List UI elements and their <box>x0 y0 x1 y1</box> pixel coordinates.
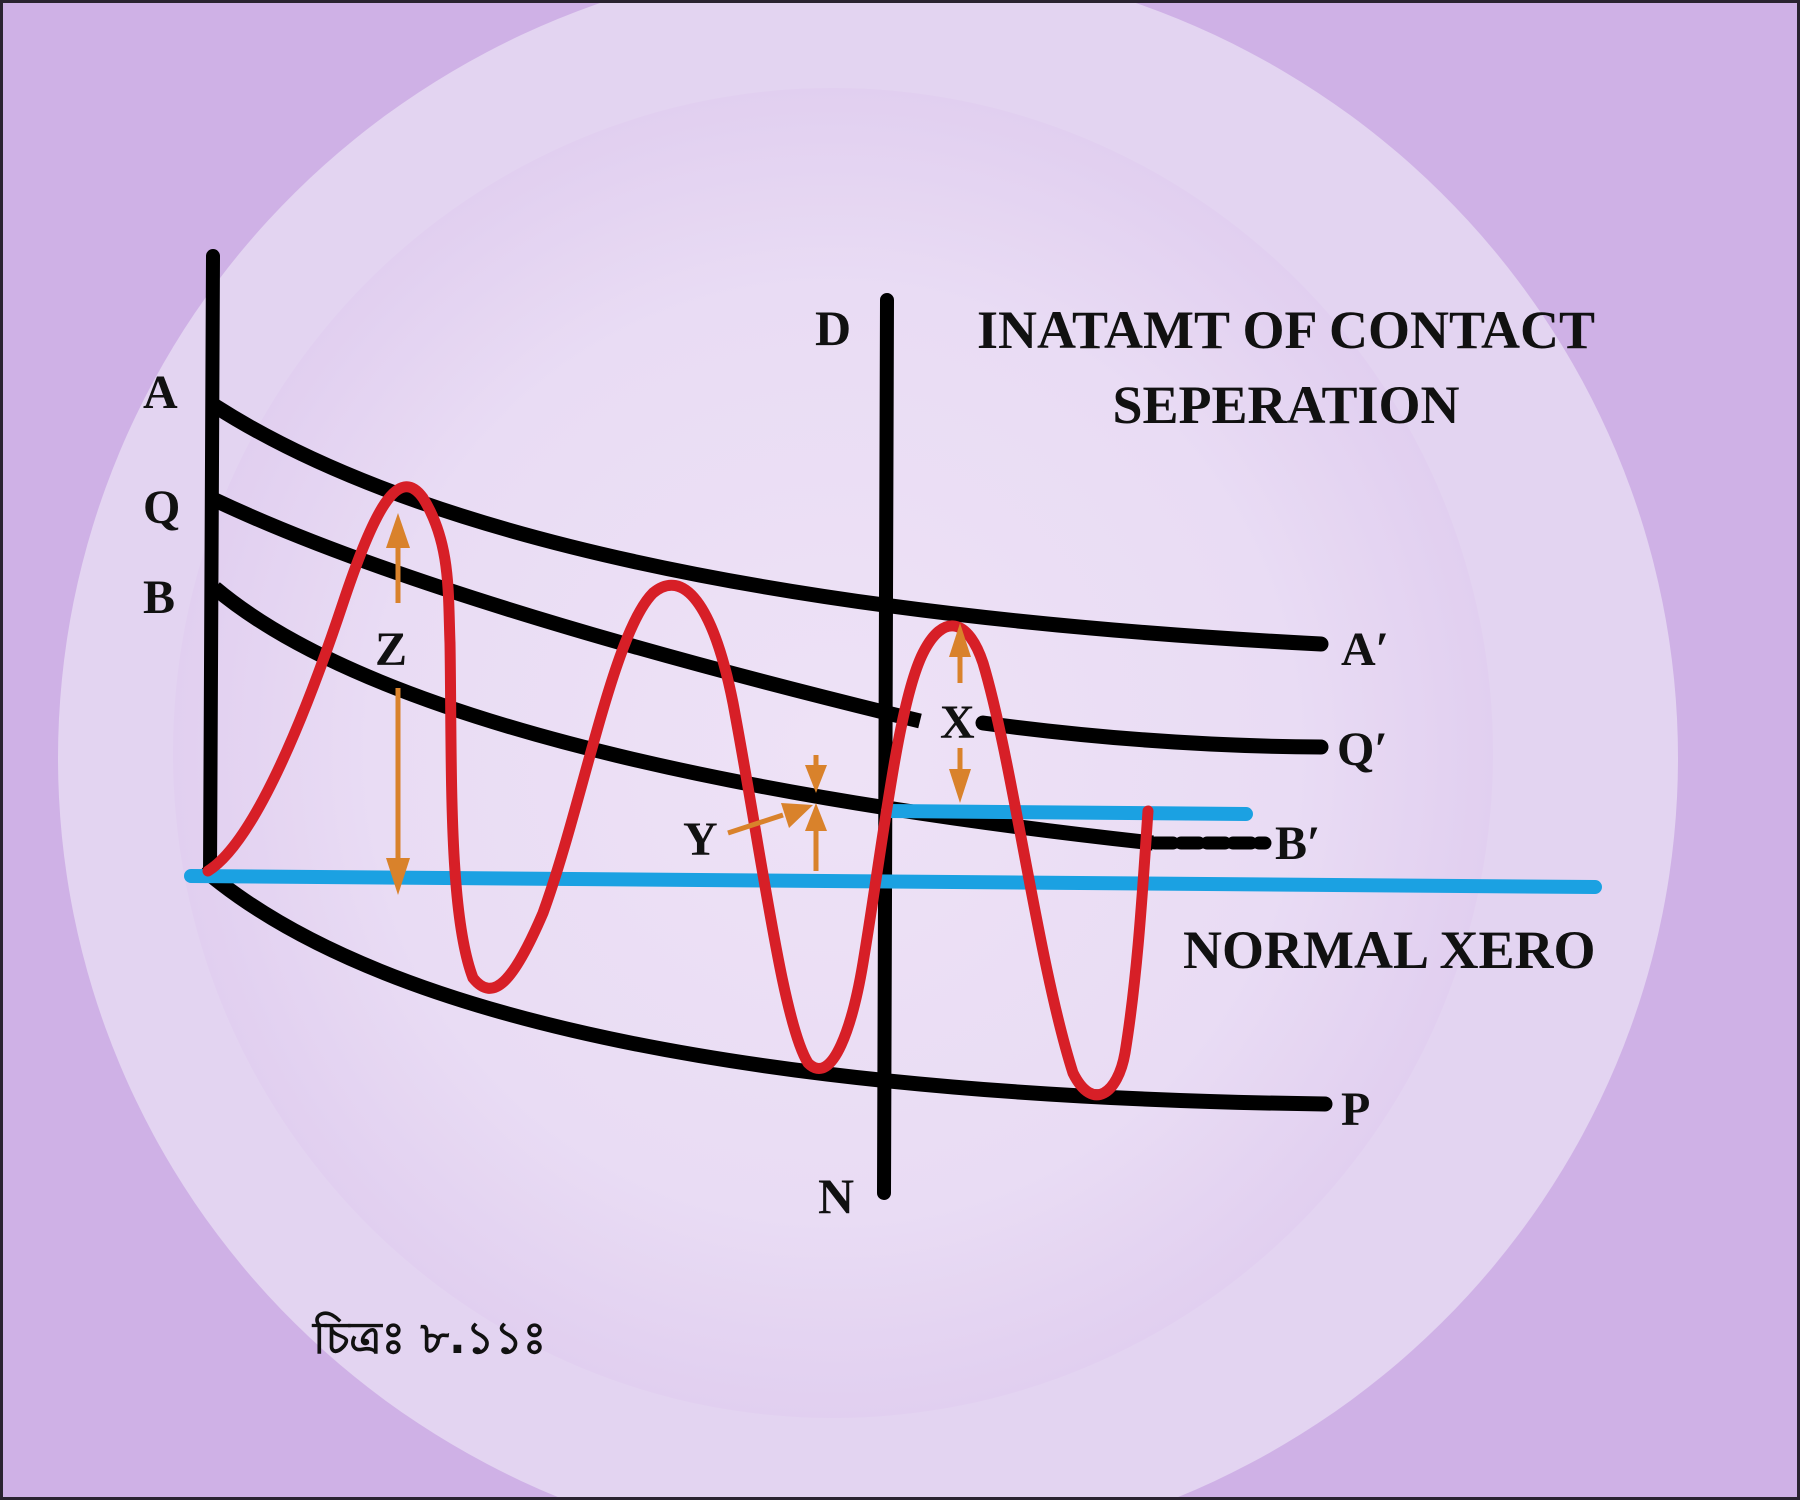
normal-zero-label: NORMAL XERO <box>1183 920 1596 980</box>
curve-a <box>207 398 1329 652</box>
y-arrows-icon <box>727 755 827 871</box>
label-a-prime: A′ <box>1341 623 1389 676</box>
diagram-svg: A Q B A′ Q′ B′ P D N Z X Y INATAMT OF CO… <box>58 3 1678 1497</box>
title-line-2: SEPERATION <box>1112 375 1459 435</box>
z-arrow-icon <box>386 513 410 895</box>
label-x: X <box>940 696 975 749</box>
figure-caption: চিত্রঃ ৮.১১ঃ <box>311 1311 546 1364</box>
oscillation-wave <box>202 481 1154 1101</box>
label-p: P <box>1341 1083 1370 1136</box>
label-b: B <box>143 571 175 624</box>
x-arrow-icon <box>949 623 971 803</box>
curve-q-right <box>975 715 1329 755</box>
contact-separation-line <box>877 293 894 1200</box>
label-y: Y <box>683 813 718 866</box>
label-q: Q <box>143 481 180 534</box>
title-line-1: INATAMT OF CONTACT <box>977 300 1595 360</box>
label-z: Z <box>375 623 407 676</box>
normal-zero-line <box>184 869 1602 894</box>
label-n: N <box>818 1168 854 1224</box>
label-b-prime: B′ <box>1275 817 1321 870</box>
label-q-prime: Q′ <box>1337 723 1388 776</box>
left-axis <box>203 249 220 880</box>
label-d: D <box>815 300 851 356</box>
shifted-zero-line <box>881 804 1253 821</box>
curve-q <box>211 493 922 729</box>
label-a: A <box>143 366 178 419</box>
background-glow-inner <box>173 88 1493 1418</box>
